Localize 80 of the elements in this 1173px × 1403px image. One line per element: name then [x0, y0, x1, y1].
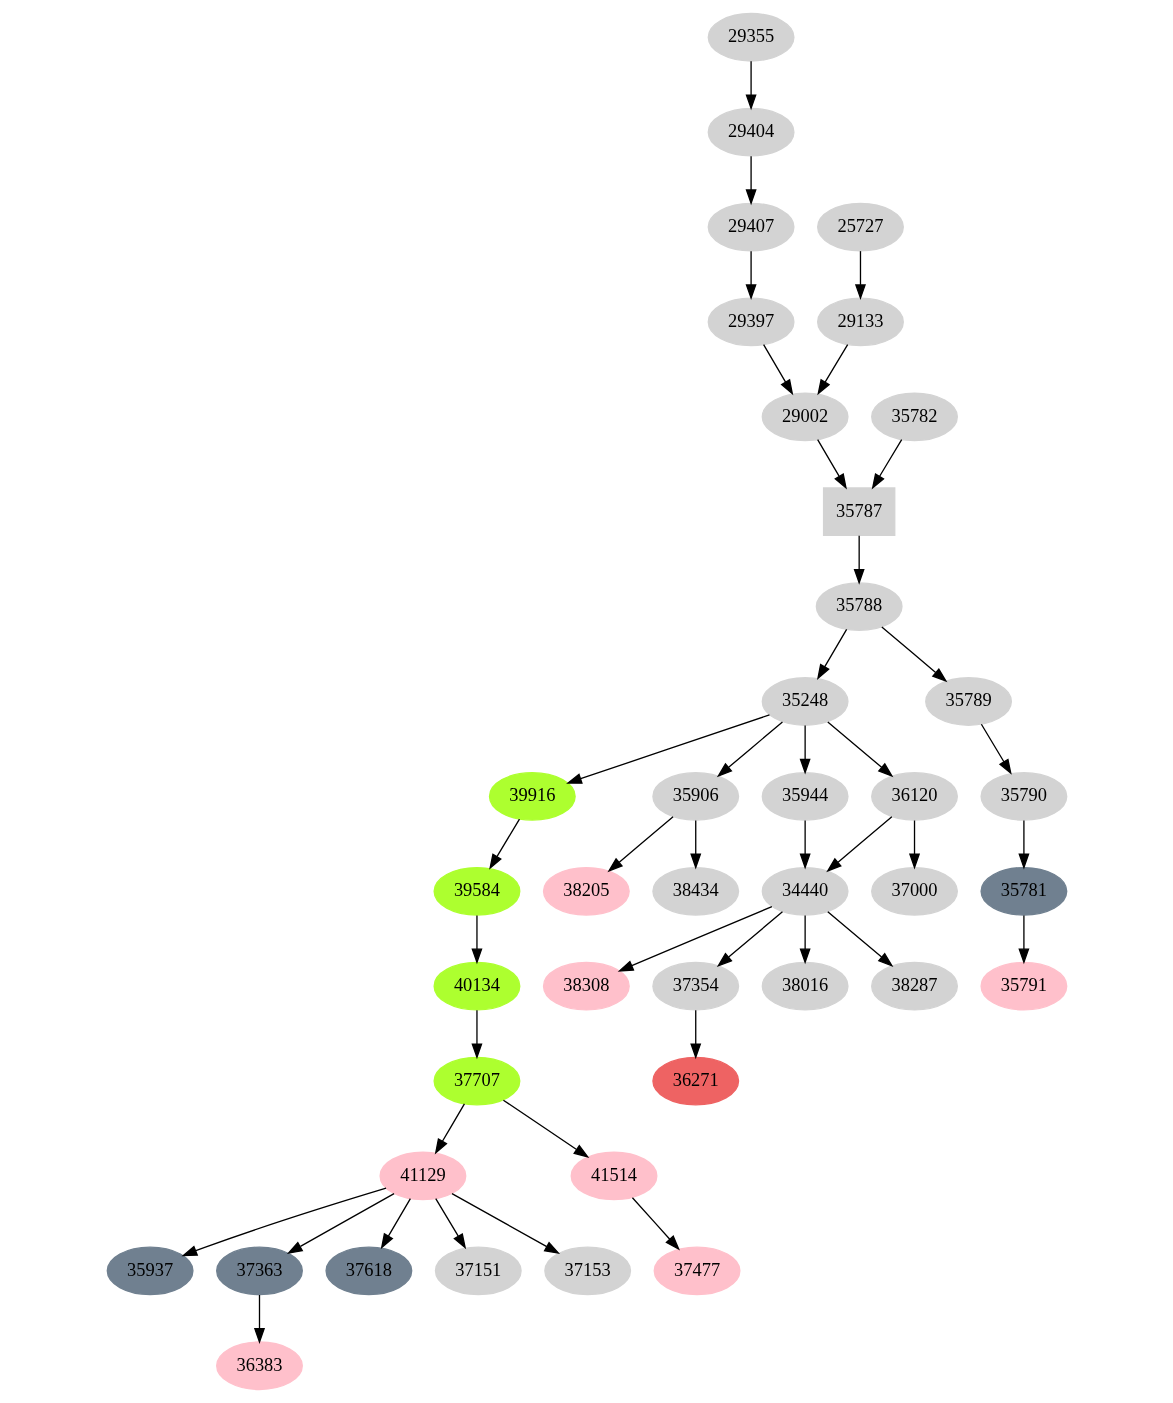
- node-ellipse: 29407: [707, 202, 795, 252]
- node-ellipse: 36271: [651, 1056, 739, 1106]
- arrow: [745, 60, 757, 111]
- node-ellipse: 37618: [324, 1246, 412, 1296]
- arrow: [716, 721, 783, 778]
- node-ellipse: 25727: [816, 202, 904, 252]
- arrow: [825, 816, 892, 873]
- node-ellipse: 29355: [707, 12, 795, 62]
- arrow: [826, 911, 893, 968]
- arrow: [1017, 914, 1029, 965]
- node-ellipse: 35248: [761, 677, 849, 726]
- node-box: 35787: [822, 487, 895, 537]
- node-ellipse: 38287: [870, 961, 958, 1011]
- arrow: [286, 1192, 395, 1255]
- node-ellipse: 35789: [924, 677, 1012, 726]
- node-ellipse: 38016: [761, 961, 849, 1011]
- node-ellipse: 35906: [651, 772, 739, 821]
- arrow: [434, 1103, 465, 1155]
- node-ellipse: 37707: [432, 1056, 520, 1106]
- arrow: [253, 1294, 265, 1344]
- arrow: [880, 626, 947, 683]
- arrow: [826, 721, 893, 778]
- arrow: [854, 250, 866, 301]
- arrow: [716, 911, 783, 968]
- node-ellipse: 39916: [488, 772, 576, 821]
- arrow: [606, 816, 674, 873]
- node-ellipse: 34440: [761, 866, 849, 916]
- node-ellipse: 35791: [979, 961, 1067, 1011]
- node-ellipse: 35937: [106, 1246, 194, 1296]
- arrow: [908, 819, 920, 870]
- arrow: [380, 1198, 411, 1250]
- node-ellipse: 35788: [815, 582, 903, 631]
- node-ellipse: 29002: [761, 392, 849, 442]
- arrow: [631, 1197, 680, 1251]
- arrow: [434, 1198, 466, 1250]
- arrow: [470, 1009, 482, 1060]
- arrow: [871, 438, 902, 490]
- arrow: [617, 905, 773, 972]
- arrow: [470, 914, 482, 965]
- node-ellipse: 29404: [707, 107, 795, 157]
- node-ellipse: 37477: [653, 1246, 741, 1296]
- arrow: [980, 723, 1012, 775]
- node-ellipse: 41514: [570, 1151, 657, 1201]
- node-ellipse: 29397: [707, 297, 795, 347]
- arrow: [799, 914, 811, 965]
- arrow: [689, 819, 701, 870]
- arrow: [745, 250, 757, 301]
- arrow: [1017, 819, 1029, 870]
- arrow: [799, 724, 811, 775]
- node-ellipse: 38308: [542, 961, 630, 1011]
- node-ellipse: 35790: [979, 772, 1067, 821]
- arrow: [816, 344, 848, 396]
- node-ellipse: 37151: [434, 1246, 522, 1296]
- node-ellipse: 35782: [870, 392, 958, 442]
- node-ellipse: 36383: [215, 1341, 303, 1391]
- arrow: [565, 714, 770, 784]
- arrow: [450, 1192, 560, 1255]
- node-ellipse: 36120: [870, 772, 958, 821]
- arrow: [799, 819, 811, 870]
- arrow: [816, 438, 847, 490]
- arrow: [816, 628, 847, 680]
- node-ellipse: 38205: [542, 866, 630, 916]
- node-ellipse: 37000: [870, 866, 958, 916]
- node-ellipse: 37354: [651, 961, 739, 1011]
- arrow: [745, 155, 757, 206]
- node-ellipse: 38434: [651, 866, 739, 916]
- arrow: [853, 535, 865, 585]
- node-ellipse: 35944: [761, 772, 849, 821]
- node-ellipse: 39584: [432, 866, 520, 916]
- arrow: [488, 818, 520, 870]
- arrow: [762, 344, 793, 396]
- node-ellipse: 37363: [215, 1246, 303, 1296]
- node-ellipse: 37153: [543, 1246, 631, 1296]
- node-ellipse: 35781: [979, 866, 1067, 916]
- node-ellipse: 29133: [816, 297, 904, 347]
- arrow: [502, 1099, 589, 1159]
- node-ellipse: 40134: [432, 961, 520, 1011]
- node-ellipse: 41129: [378, 1151, 466, 1201]
- arrow: [180, 1187, 387, 1257]
- arrow: [689, 1009, 701, 1060]
